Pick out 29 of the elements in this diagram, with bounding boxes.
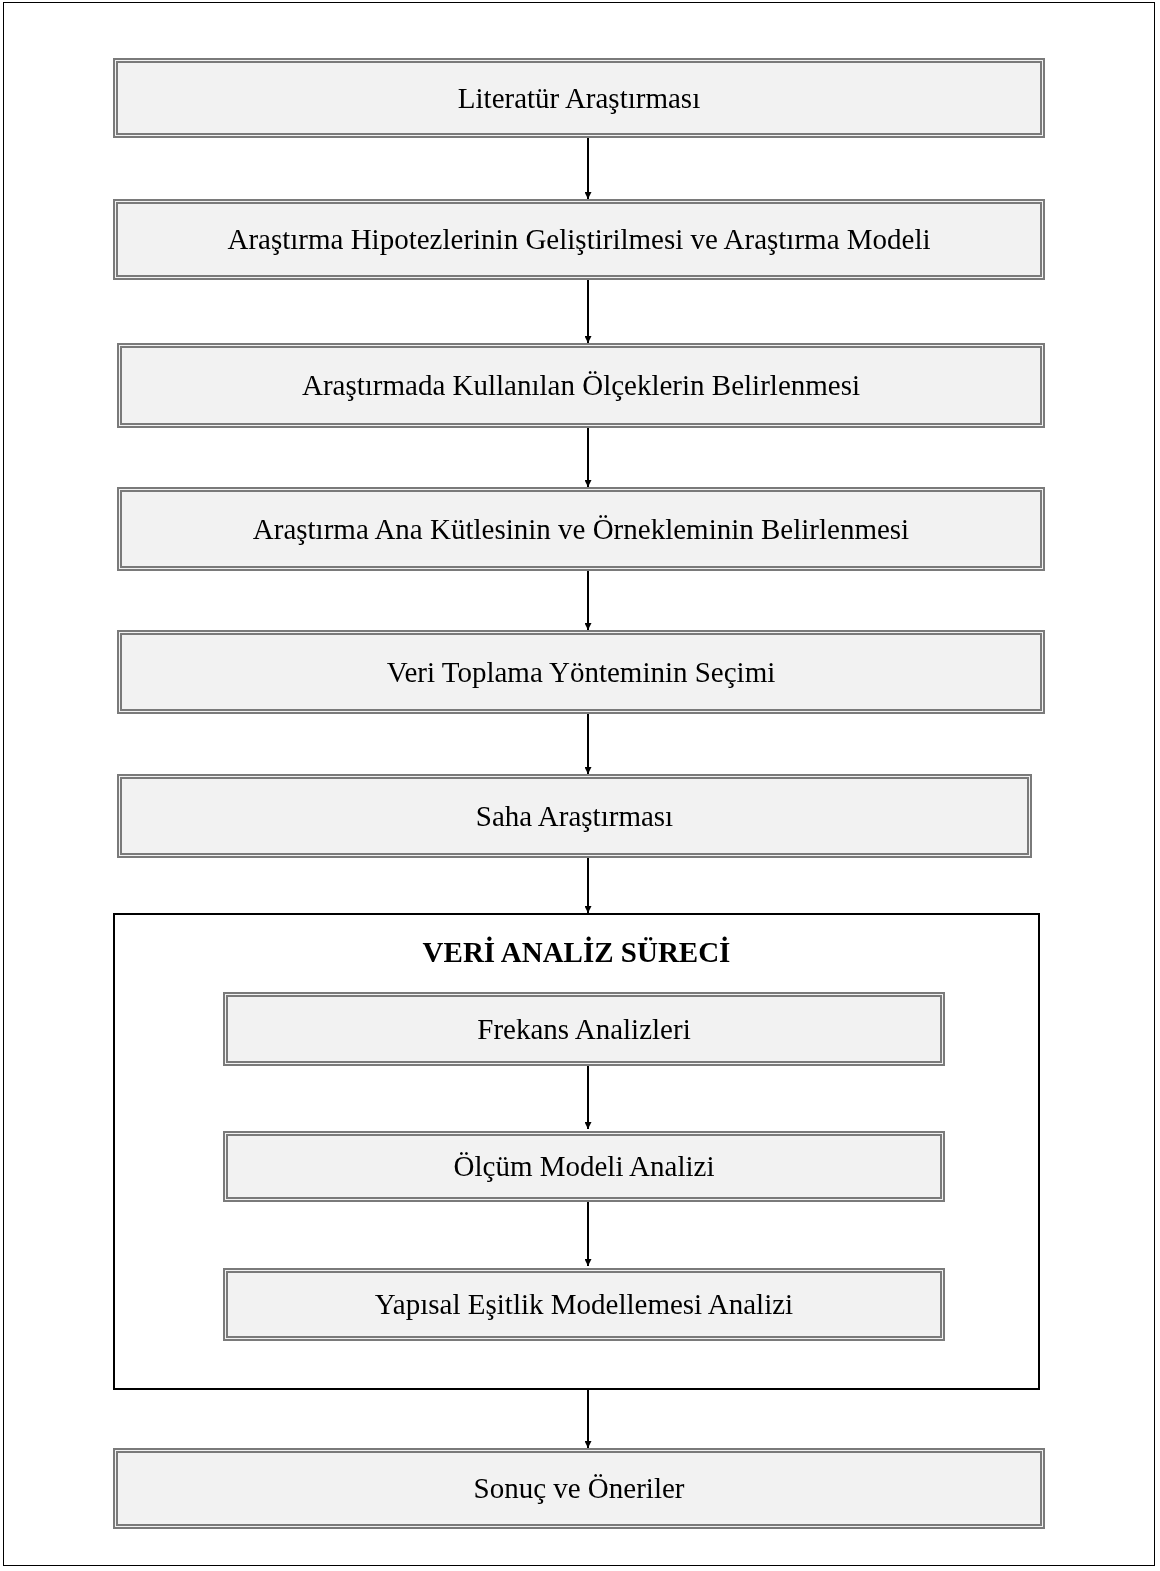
process-box — [113, 58, 1045, 138]
step-label: Araştırma Ana Kütlesinin ve Örnekleminin Belirlenmesi — [252, 511, 910, 547]
step-label: Literatür Araştırması — [457, 80, 701, 116]
step-label: Ölçüm Modeli Analizi — [453, 1149, 715, 1184]
step-label: Araştırma Hipotezlerinin Geliştirilmesi ve Araştırma Modeli — [227, 222, 931, 257]
process-box — [117, 487, 1045, 571]
group-box — [113, 913, 1040, 1390]
process-box — [113, 199, 1045, 280]
group-title: VERİ ANALİZ SÜRECİ — [422, 935, 731, 970]
arrow — [584, 857, 592, 914]
step-label: Frekans Analizleri — [477, 1011, 691, 1047]
step-label: Sonuç ve Öneriler — [473, 1471, 685, 1506]
arrow — [584, 427, 592, 488]
process-box — [223, 1131, 945, 1202]
arrow — [584, 570, 592, 631]
process-box — [117, 774, 1032, 858]
step-label: Saha Araştırması — [475, 798, 674, 834]
step-label: Araştırmada Kullanılan Ölçeklerin Belirlenmesi — [301, 368, 861, 403]
arrow — [584, 137, 592, 200]
process-box — [117, 343, 1045, 428]
process-box — [117, 630, 1045, 714]
step-label: Veri Toplama Yönteminin Seçimi — [386, 654, 776, 690]
arrow — [584, 713, 592, 775]
arrow — [584, 1389, 592, 1449]
step-label: Yapısal Eşitlik Modellemesi Analizi — [374, 1287, 794, 1322]
process-box — [113, 1448, 1045, 1529]
arrow — [584, 279, 592, 344]
process-box — [223, 1268, 945, 1341]
process-box — [223, 992, 945, 1066]
